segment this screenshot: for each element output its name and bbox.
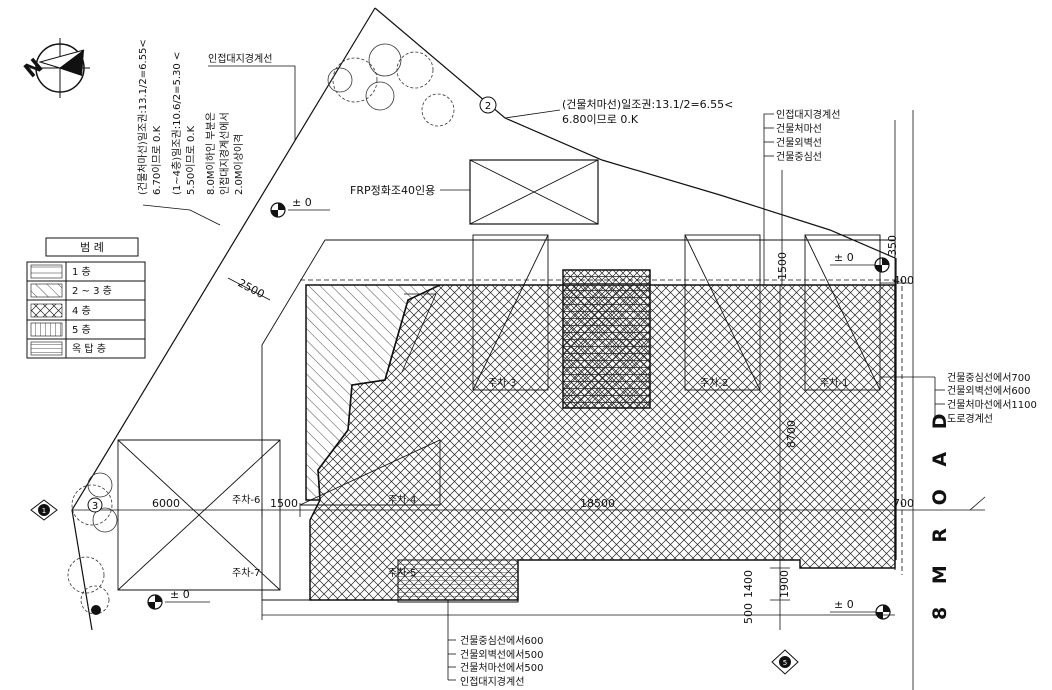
dimension-values: 2500 1500 350 400 6000 1500 18500 700 87… [152,235,914,624]
svg-text:건물처마선에서1100: 건물처마선에서1100 [947,399,1037,411]
parking-stalls [117,234,881,591]
dimension-lines [72,110,986,690]
septic-tank-label: FRP정화조40인용 [350,184,435,197]
note-line2: 6.70이므로 0.K [151,125,163,195]
svg-text:건물중심선: 건물중심선 [776,151,822,163]
road-label: 8 M R O A D [929,406,951,620]
septic-tank: FRP정화조40인용 [350,159,599,225]
note-line4: 5.50이므로 0.K [185,125,197,195]
parking-3: 주차-3 [488,377,516,389]
svg-text:± 0: ± 0 [834,251,854,264]
svg-text:3: 3 [92,501,98,512]
elevation-marker-icon [874,257,890,273]
svg-text:건물중심선에서600: 건물중심선에서600 [460,635,544,647]
dim-500: 500 [742,603,755,624]
svg-text:5: 5 [783,659,787,667]
legend-item-3: 4 층 [72,305,91,317]
svg-text:인접대지경계선: 인접대지경계선 [776,108,840,121]
dim-350: 350 [886,235,899,256]
dim-6000: 6000 [152,497,180,510]
dim-1400: 1400 [742,570,755,598]
legend-item-2: 2 ~ 3 층 [72,285,112,297]
daylight-notes: (건물처마선)일조권:13.1/2=6.55< 6.70이므로 0.K (1~4… [137,39,296,226]
parking-7: 주차-7 [232,567,260,579]
parking-2: 주차-2 [700,377,728,389]
tree-marker-icon: 3 [87,497,103,513]
legend-item-1: 1 층 [72,266,91,278]
svg-text:건물처마선에서500: 건물처마선에서500 [460,662,544,674]
top-right-labels: 인접대지경계선 건물처마선 건물외벽선 건물중심선 [763,108,840,285]
dim-8700: 8700 [785,420,798,448]
elevation-markers: ± 0 ± 0 ± 0 ± 0 [147,196,891,620]
svg-text:± 0: ± 0 [170,588,190,601]
bottom-setback-labels: 건물중심선에서600 건물외벽선에서500 건물처마선에서500 인접대지경계선 [460,635,544,688]
legend-title: 범 례 [80,241,104,254]
north-label: N [19,53,47,82]
dim-18500: 18500 [580,497,615,510]
svg-text:(건물처마선)일조권:13.1/2=6.55<: (건물처마선)일조권:13.1/2=6.55< [562,97,733,111]
legend-item-4: 5 층 [72,324,91,336]
note-line7: 2.0M이상이격 [232,134,245,195]
svg-text:건물외벽선: 건물외벽선 [776,137,822,149]
dim-1500-top: 1500 [776,252,789,280]
parking-4: 주차-4 [388,494,416,506]
parking-6: 주차-6 [232,494,260,506]
svg-text:2: 2 [485,101,491,112]
building-footprint [300,269,903,603]
svg-text:건물중심선에서700: 건물중심선에서700 [947,372,1031,384]
svg-text:건물외벽선에서500: 건물외벽선에서500 [460,649,544,661]
svg-text:인접대지경계선: 인접대지경계선 [460,675,524,688]
note-line1: (건물처마선)일조권:13.1/2=6.55< [137,39,149,195]
dim-400: 400 [893,274,914,287]
north-arrow-icon: N [19,38,90,98]
elevation-marker-icon [147,594,163,610]
svg-text:± 0: ± 0 [834,598,854,611]
svg-text:± 0: ± 0 [292,196,312,209]
legend-item-5: 옥 탑 층 [72,343,106,355]
svg-text:도로경계선: 도로경계선 [947,412,993,425]
note-line3: (1~4층)일조권:10.6/2=5.30 < [171,52,183,195]
section-marker-left-icon: 1 [30,499,58,521]
adjacent-boundary-label: 인접대지경계선 [208,52,272,65]
note-line5: 8.0M이하인 부분은 [204,112,217,195]
elevation-marker-icon [270,202,286,218]
dim-700: 700 [893,497,914,510]
right-setback-labels: 건물중심선에서700 건물외벽선에서600 건물처마선에서1100 도로경계선 [947,372,1037,425]
legend: 범 례 1 층 2 ~ 3 층 4 층 5 층 옥 탑 층 [26,237,146,359]
section-markers: 1 5 2 3 [30,96,799,675]
svg-text:건물처마선: 건물처마선 [776,123,822,135]
elevation-marker-icon [875,604,891,620]
parking-5: 주차-5 [388,567,416,579]
dim-2500: 2500 [236,276,267,301]
eave-note: (건물처마선)일조권:13.1/2=6.55< 6.80이므로 0.K [504,97,733,126]
note-line6: 인접대지경계선에서 [218,112,231,195]
tree-marker-icon: 2 [479,96,497,114]
parking-labels: 주차-1 주차-2 주차-3 주차-4 주차-5 주차-6 주차-7 [232,377,848,579]
dim-1900: 1900 [778,570,791,598]
dim-1500-left: 1500 [270,497,298,510]
parking-1: 주차-1 [820,377,848,389]
svg-text:1: 1 [42,507,46,515]
section-marker-bottom-icon: 5 [771,649,799,675]
svg-text:건물외벽선에서600: 건물외벽선에서600 [947,385,1031,397]
svg-text:6.80이므로 0.K: 6.80이므로 0.K [562,113,639,126]
